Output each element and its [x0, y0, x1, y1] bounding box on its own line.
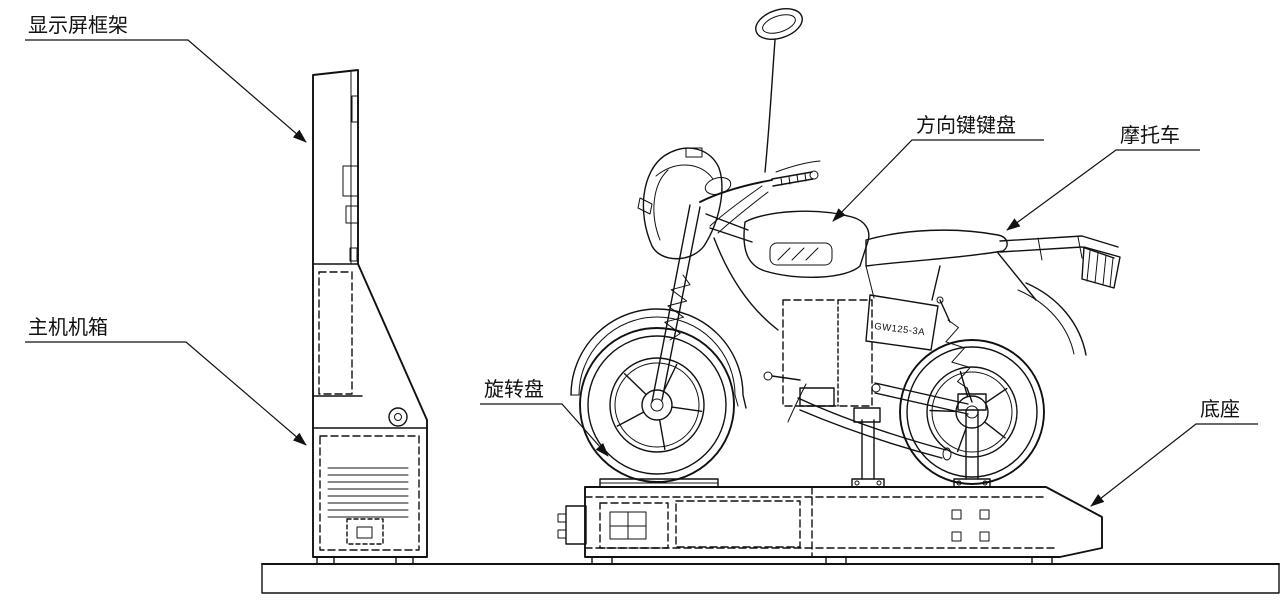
ground-hatching: [261, 563, 1280, 594]
seat: [865, 229, 1008, 267]
label-turntable: 旋转盘: [484, 378, 544, 401]
grip-end: [809, 170, 819, 180]
base-electronics-box: [675, 500, 801, 548]
front-fork: [651, 204, 701, 403]
callout-base: 底座: [1090, 398, 1258, 507]
base-mount-marks: [951, 509, 990, 542]
front-fender: [570, 308, 747, 409]
foot-peg: [763, 371, 773, 381]
base-platform: [557, 393, 1103, 565]
display-mount-blocks: [342, 95, 359, 262]
base-motor-box: [599, 502, 669, 549]
leader-display-frame: [25, 39, 307, 143]
speedometer: [704, 177, 732, 195]
fuel-tank: [743, 210, 870, 278]
display-cabinet: [312, 69, 428, 565]
cabinet-access-panel: [346, 518, 384, 545]
label-direction-keypad: 方向键键盘: [916, 114, 1016, 137]
rear-rack: [999, 235, 1121, 289]
label-main-cabinet: 主机机箱: [28, 316, 108, 339]
lower-cabinet-dashed-panel: [319, 435, 420, 551]
turntable-plate: [599, 478, 719, 488]
vent-grille: [327, 467, 409, 518]
tail-light: [1081, 246, 1121, 289]
leader-turntable: [480, 403, 609, 457]
label-display-frame: 显示屏框架: [28, 14, 128, 37]
exhaust-pipe: [797, 397, 952, 461]
frame-tubes: [705, 213, 1037, 331]
rear-support-post: [953, 393, 991, 488]
base-left-connector: [557, 505, 587, 545]
swingarm: [871, 382, 969, 415]
leader-motorcycle: [1006, 149, 1200, 231]
label-base: 底座: [1200, 398, 1240, 421]
tank-emblem: [769, 242, 833, 266]
control-cables: [709, 185, 769, 234]
rearview-mirror: [755, 8, 803, 173]
brake-lever: [775, 160, 821, 173]
rear-fender: [1017, 282, 1087, 356]
rear-wheel: [899, 339, 1045, 485]
cabinet-feet: [316, 556, 414, 565]
kick-lever: [787, 383, 807, 423]
base-feet: [591, 556, 1053, 565]
turn-signal: [637, 197, 653, 215]
cabinet-outline: [312, 69, 428, 558]
callout-main-cabinet: 主机机箱: [25, 316, 307, 446]
leader-direction-keypad: [832, 139, 1044, 222]
leader-main-cabinet: [25, 341, 307, 446]
headlight-assembly: [637, 147, 723, 260]
front-spokes: [616, 363, 703, 450]
front-support-post: [851, 407, 885, 488]
base-outline: [584, 486, 1103, 558]
leader-base: [1090, 423, 1258, 507]
rear-spokes: [929, 370, 1008, 453]
motorcycle-drawing: GW125-3A: [570, 8, 1121, 485]
callout-turntable: 旋转盘: [480, 378, 609, 457]
fork-spring: [664, 274, 691, 341]
cabinet-dashed-panel: [318, 271, 353, 395]
callout-display-frame: 显示屏框架: [25, 14, 307, 143]
label-motorcycle: 摩托车: [1120, 124, 1180, 147]
handlebar: [699, 160, 821, 203]
model-number-text: GW125-3A: [874, 321, 926, 338]
callout-motorcycle: 摩托车: [1006, 124, 1200, 231]
callouts: 显示屏框架 主机机箱 方向键键盘 摩托车 旋转盘 底座: [25, 14, 1258, 507]
rear-shock: [936, 296, 973, 403]
engine-block: [763, 299, 873, 423]
side-cover: GW125-3A: [865, 294, 939, 351]
cabinet-knob: [388, 407, 408, 427]
front-wheel: [579, 327, 735, 483]
callout-direction-keypad: 方向键键盘: [832, 114, 1044, 222]
